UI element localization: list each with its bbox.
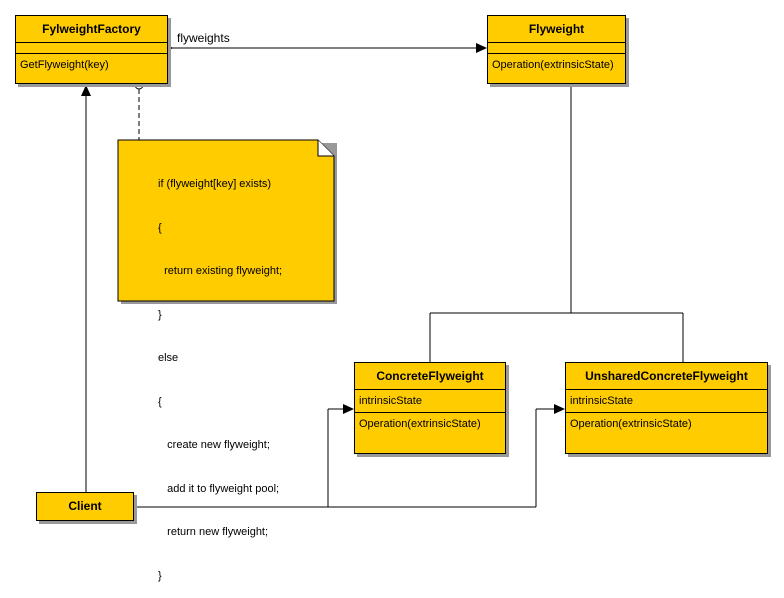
class-name: ConcreteFlyweight xyxy=(376,369,484,383)
class-flyweight[interactable]: Flyweight Operation(extrinsicState) xyxy=(487,15,626,84)
class-operation: Operation(extrinsicState) xyxy=(570,418,692,430)
note-line: { xyxy=(158,221,162,234)
class-attributes-compartment xyxy=(16,42,167,53)
class-operation: GetFlyweight(key) xyxy=(20,59,109,71)
note-shape xyxy=(117,139,337,304)
association-label: flyweights xyxy=(177,31,230,45)
aggregation-arrowhead xyxy=(476,43,487,53)
class-operation: Operation(extrinsicState) xyxy=(492,59,614,71)
class-flyweight-factory[interactable]: FylweightFactory GetFlyweight(key) xyxy=(15,15,168,84)
class-name: FylweightFactory xyxy=(42,22,141,36)
class-unshared-concrete-flyweight[interactable]: UnsharedConcreteFlyweight intrinsicState… xyxy=(565,362,768,454)
client-concrete-arrowhead xyxy=(343,404,354,414)
note-line: create new flyweight; xyxy=(158,439,270,451)
connector-layer xyxy=(81,42,684,508)
class-attributes-compartment xyxy=(488,42,625,53)
client-unshared-arrowhead xyxy=(554,404,565,414)
class-name: UnsharedConcreteFlyweight xyxy=(585,369,748,383)
note-line: } xyxy=(158,308,162,321)
note-line: { xyxy=(158,395,162,408)
note-line: if (flyweight[key] exists) xyxy=(158,178,272,190)
class-concrete-flyweight[interactable]: ConcreteFlyweight intrinsicState Operati… xyxy=(354,362,506,454)
note-line: } xyxy=(158,569,162,582)
class-attribute: intrinsicState xyxy=(570,395,633,407)
note-text: if (flyweight[key] exists) { return exis… xyxy=(158,148,282,598)
client-factory-arrowhead xyxy=(81,85,91,96)
note-line: return new flyweight; xyxy=(158,526,269,538)
class-operation: Operation(extrinsicState) xyxy=(359,418,481,430)
note-line: else xyxy=(158,352,179,364)
class-attribute: intrinsicState xyxy=(359,395,422,407)
class-client[interactable]: Client xyxy=(36,492,134,521)
note-line: add it to flyweight pool; xyxy=(158,482,280,495)
class-name: Client xyxy=(68,499,102,513)
note-line: return existing flyweight; xyxy=(158,265,283,277)
class-name: Flyweight xyxy=(528,22,585,36)
